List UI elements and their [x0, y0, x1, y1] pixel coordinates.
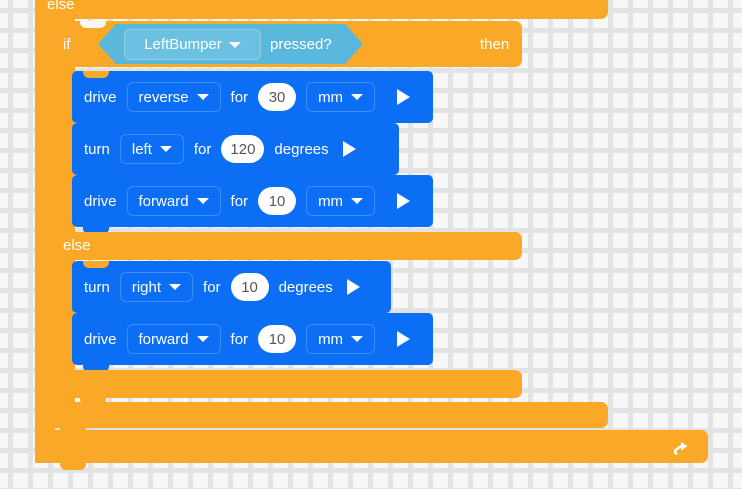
direction-label: forward — [138, 330, 189, 348]
chevron-down-icon — [351, 94, 364, 100]
block-top-notch — [83, 71, 109, 78]
loop-block-left-spine[interactable] — [35, 0, 55, 463]
drive-verb-label: drive — [84, 88, 117, 106]
if-branch-left-spine[interactable] — [55, 67, 75, 239]
block-top-notch — [83, 123, 109, 130]
condition-predicate-label: pressed? — [270, 36, 332, 53]
unit-label: mm — [318, 192, 344, 210]
turn-verb-label: turn — [84, 278, 110, 296]
block-top-notch — [83, 261, 109, 268]
then-branch-bottom-bump — [83, 227, 109, 234]
outer-else-footer-notch — [80, 402, 106, 409]
if-header-top-notch — [80, 21, 106, 28]
direction-dropdown[interactable]: forward — [126, 324, 221, 354]
unit-label: mm — [318, 330, 344, 348]
outer-else-footer-bump — [60, 428, 86, 435]
block-row: drive forward for 10 mm — [72, 175, 411, 227]
for-label: for — [230, 330, 249, 348]
chevron-down-icon — [159, 146, 172, 152]
block-row: drive forward for 10 mm — [72, 313, 411, 365]
direction-label: forward — [138, 192, 189, 210]
distance-value-input[interactable]: 30 — [258, 83, 297, 111]
direction-dropdown[interactable]: left — [119, 134, 184, 164]
unit-dropdown[interactable]: mm — [306, 82, 376, 112]
play-icon[interactable] — [346, 279, 360, 295]
for-label: for — [193, 140, 212, 158]
unit-label: degrees — [278, 278, 333, 296]
chevron-down-icon — [228, 41, 241, 48]
chevron-down-icon — [351, 198, 364, 204]
direction-dropdown[interactable]: right — [119, 272, 194, 302]
chevron-down-icon — [196, 336, 209, 342]
block-top-notch — [83, 313, 109, 320]
else-branch-left-spine[interactable] — [55, 260, 75, 380]
outer-else-label: else — [47, 0, 75, 13]
outer-else-bar[interactable] — [35, 0, 608, 19]
chevron-down-icon — [351, 336, 364, 342]
block-row: drive reverse for 30 mm — [72, 71, 411, 123]
inner-if-footer-notch — [80, 398, 106, 405]
play-icon[interactable] — [397, 89, 411, 105]
inner-if-footer[interactable] — [55, 370, 522, 398]
direction-dropdown[interactable]: reverse — [126, 82, 221, 112]
block-row: turn right for 10 degrees — [72, 261, 360, 313]
inner-else-bar[interactable] — [55, 232, 522, 260]
block-drive-forward-10mm-a[interactable]: drive forward for 10 mm — [72, 175, 433, 234]
drive-verb-label: drive — [84, 192, 117, 210]
for-label: for — [230, 192, 249, 210]
block-row: turn left for 120 degrees — [72, 123, 356, 175]
chevron-down-icon — [196, 94, 209, 100]
angle-value-input[interactable]: 120 — [221, 135, 265, 163]
play-icon[interactable] — [397, 193, 411, 209]
unit-dropdown[interactable]: mm — [306, 324, 376, 354]
play-icon[interactable] — [342, 141, 356, 157]
condition-device-dropdown[interactable]: LeftBumper — [124, 29, 261, 60]
loop-arrow-icon — [670, 436, 692, 458]
condition-device-label: LeftBumper — [144, 36, 222, 53]
unit-label: degrees — [274, 140, 329, 158]
chevron-down-icon — [169, 284, 182, 290]
else-branch-bottom-bump — [83, 365, 109, 372]
for-label: for — [230, 88, 249, 106]
chevron-down-icon — [196, 198, 209, 204]
outer-else-footer[interactable] — [55, 402, 608, 428]
drive-verb-label: drive — [84, 330, 117, 348]
play-icon[interactable] — [397, 331, 411, 347]
turn-verb-label: turn — [84, 140, 110, 158]
block-turn-right-10-degrees[interactable]: turn right for 10 degrees — [72, 261, 391, 320]
then-label: then — [480, 36, 510, 53]
block-top-notch — [83, 175, 109, 182]
unit-dropdown[interactable]: mm — [306, 186, 376, 216]
direction-label: right — [131, 278, 162, 296]
block-drive-reverse-30mm[interactable]: drive reverse for 30 mm — [72, 71, 433, 130]
for-label: for — [203, 278, 221, 296]
if-label: if — [63, 36, 71, 53]
block-turn-left-120-degrees[interactable]: turn left for 120 degrees — [72, 123, 399, 182]
distance-value-input[interactable]: 10 — [258, 325, 297, 353]
distance-value-input[interactable]: 10 — [258, 187, 297, 215]
unit-label: mm — [318, 88, 344, 106]
direction-label: reverse — [138, 88, 189, 106]
angle-value-input[interactable]: 10 — [230, 273, 269, 301]
inner-else-label: else — [63, 237, 91, 254]
block-drive-forward-10mm-b[interactable]: drive forward for 10 mm — [72, 313, 433, 372]
direction-dropdown[interactable]: forward — [126, 186, 221, 216]
direction-label: left — [131, 140, 152, 158]
loop-block-footer[interactable] — [35, 430, 708, 463]
loop-block-bottom-bump — [60, 463, 86, 470]
